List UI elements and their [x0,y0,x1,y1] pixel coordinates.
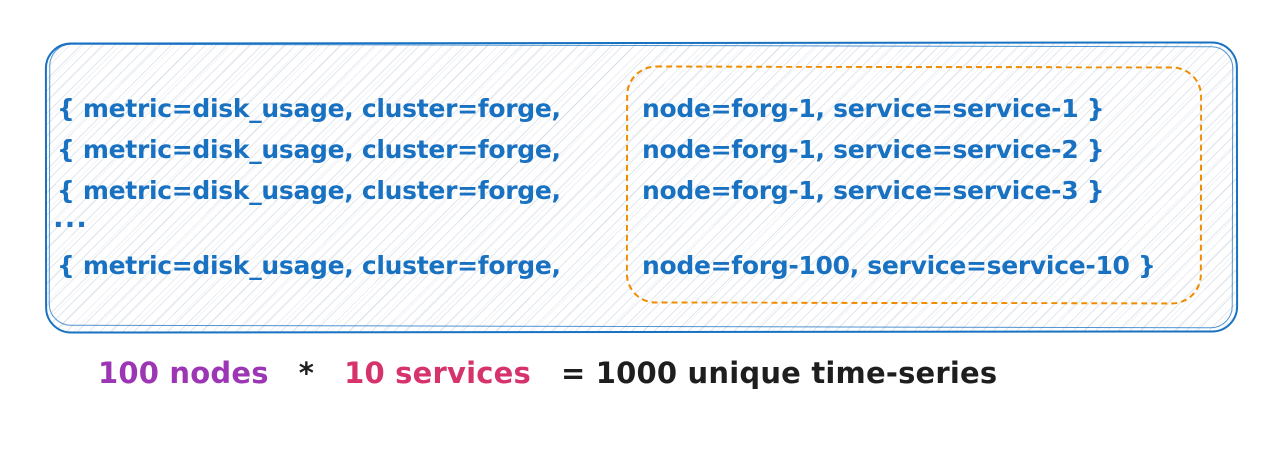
series-row-1-prefix: { metric=disk_usage, cluster=forge, [57,94,561,123]
caption-services-count: 10 services [344,356,531,390]
series-row-2-prefix: { metric=disk_usage, cluster=forge, [57,135,561,164]
series-row-2-highlight: node=forg-1, service=service-2 } [642,135,1105,164]
series-row-1-highlight: node=forg-1, service=service-1 } [642,94,1105,123]
caption-total-series: = 1000 unique time-series [560,356,998,390]
caption-multiply-sign: * [298,356,315,390]
series-row-3-prefix: { metric=disk_usage, cluster=forge, [57,176,561,205]
series-row-3-highlight: node=forg-1, service=service-3 } [642,176,1105,205]
caption-nodes-count: 100 nodes [98,356,269,390]
series-rows-ellipsis: ... [53,201,88,234]
series-row-last-prefix: { metric=disk_usage, cluster=forge, [57,251,561,280]
series-row-last-highlight: node=forg-100, service=service-10 } [642,251,1156,280]
cardinality-caption: 100 nodes * 10 services = 1000 unique ti… [98,356,997,390]
